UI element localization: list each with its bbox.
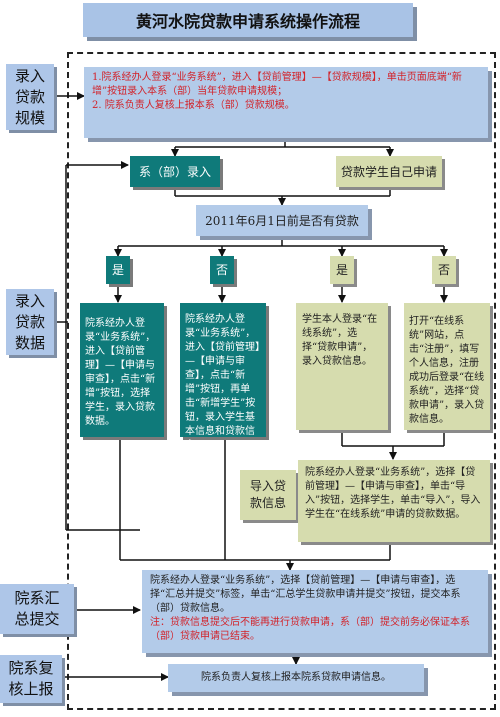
review-box: 院系负责人复核上报本院系贷款申请信息。 [168, 664, 424, 692]
summary-normal-text: 院系经办人登录“业务系统”，选择【贷前管理】—【申请与审查】，选择“汇总并提交”… [150, 575, 461, 614]
summary-box: 院系经办人登录“业务系统”，选择【贷前管理】—【申请与审查】，选择“汇总并提交”… [142, 570, 488, 653]
olive-box-student-login: 学生本人登录“在线系统”，选择“贷款申请”，录入贷款信息。 [296, 303, 388, 430]
student-apply-box: 贷款学生自己申请 [336, 156, 442, 187]
answer-yes-1: 是 [106, 256, 130, 284]
summary-note-text: 注：贷款信息提交后不能再进行贷款申请，系（部）提交前务必保证本系（部）贷款申请已… [150, 617, 470, 642]
side-label-summary: 院系汇 总提交 [0, 584, 74, 634]
answer-yes-2: 是 [330, 256, 354, 284]
step1-line1: 1.院系经办人登录“业务系统”，进入【贷前管理】—【贷款规模】，单击页面底端“新… [92, 72, 462, 97]
page-title: 黄河水院贷款申请系统操作流程 [83, 3, 413, 37]
side-label-scale: 录入 贷款 规模 [6, 64, 54, 130]
teal-box-existing-loan: 院系经办人登录“业务系统”，进入【贷前管理】—【申请与审查】，点击“新增”按钮，… [80, 303, 164, 437]
olive-box-register: 打开“在线系统”网站，点击“注册”，填写个人信息，注册成功后登录“在线系统”，选… [404, 303, 490, 430]
answer-no-1: 否 [210, 256, 234, 284]
teal-box-new-student: 院系经办人登录“业务系统”，进入【贷前管理】—【申请与审查】，点击“新增”按钮，… [180, 303, 266, 451]
side-label-data: 录入 贷款 数据 [6, 289, 54, 355]
import-label: 导入贷 款信息 [240, 470, 296, 520]
answer-no-2: 否 [432, 256, 456, 284]
side-label-review: 院系复 核上报 [0, 655, 62, 703]
step1-line2: 2. 院系负责人复核上报本系（部）贷款规模。 [92, 100, 295, 111]
import-box: 院系经办人登录“业务系统”，选择【贷前管理】—【申请与审查】，单击“导入”按钮，… [298, 460, 490, 542]
question-box: 2011年6月1日前是否有贷款 [196, 205, 368, 236]
process-frame [67, 52, 496, 710]
dept-entry-box: 系（部）录入 [130, 156, 220, 187]
step1-panel: 1.院系经办人登录“业务系统”，进入【贷前管理】—【贷款规模】，单击页面底端“新… [84, 67, 488, 138]
